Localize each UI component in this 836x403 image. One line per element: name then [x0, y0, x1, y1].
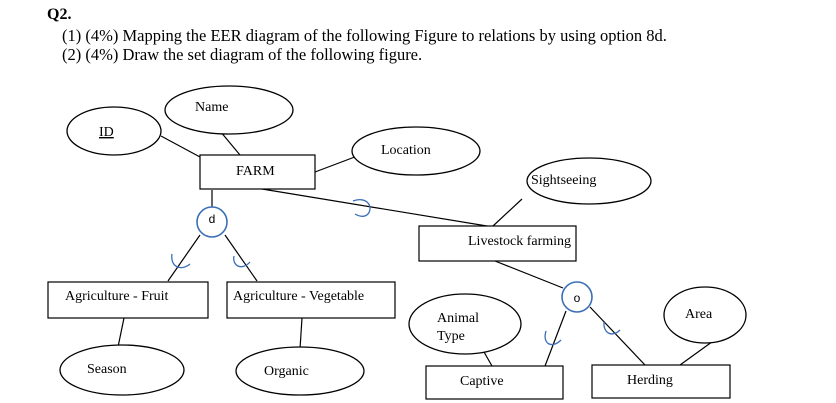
attribute-area	[663, 286, 747, 344]
entity-farm-label: FARM	[236, 164, 275, 179]
id-connector	[160, 135, 201, 158]
entity-farm	[199, 154, 316, 190]
name-connector	[219, 130, 241, 156]
overlap-symbol: o	[574, 291, 581, 305]
question-number: Q2.	[47, 6, 72, 23]
attribute-id	[66, 106, 162, 156]
attribute-name-label: Name	[195, 100, 228, 115]
attribute-location-label: Location	[381, 143, 431, 158]
attribute-animal-type-label-1: Animal	[437, 311, 479, 326]
entity-agriculture-fruit	[47, 281, 209, 319]
location-connector	[314, 154, 361, 173]
question-part-2: (2) (4%) Draw the set diagram of the fol…	[62, 45, 423, 64]
attribute-location	[351, 126, 481, 176]
o-herding-connector	[589, 306, 646, 366]
entity-vegetable-label: Agriculture - Vegetable	[233, 289, 364, 304]
sightseeing-connector	[492, 198, 523, 227]
entity-livestock-farming	[418, 225, 577, 262]
entity-captive	[425, 365, 564, 400]
attribute-animal-type	[408, 293, 522, 355]
attribute-sightseeing-label: Sightseeing	[531, 173, 596, 188]
attribute-animal-type-label-2: Type	[437, 329, 465, 344]
overlap-circle	[561, 281, 593, 313]
subset-symbol-fruit	[171, 253, 191, 269]
disjoint-circle	[196, 206, 228, 238]
attribute-season-label: Season	[87, 362, 127, 377]
o-captive-connector	[544, 310, 567, 367]
d-fruit-connector	[167, 234, 201, 282]
organic-connector	[299, 317, 303, 350]
farm-livestock-connector	[255, 187, 494, 228]
livestock-o-connector	[494, 260, 564, 289]
entity-fruit-label: Agriculture - Fruit	[65, 289, 169, 304]
subset-symbol-herding	[603, 321, 621, 335]
entity-livestock-label: Livestock farming	[468, 234, 571, 249]
subset-symbol-livestock	[352, 199, 371, 217]
attribute-season	[59, 344, 185, 396]
entity-captive-label: Captive	[460, 374, 504, 389]
d-vegetable-connector	[224, 234, 258, 282]
subset-symbol-captive	[544, 330, 562, 346]
entity-herding	[591, 364, 731, 399]
entity-agriculture-vegetable	[226, 281, 396, 319]
disjoint-symbol: d	[209, 212, 216, 226]
attribute-area-label: Area	[685, 307, 713, 322]
subset-symbol-vegetable	[233, 255, 251, 268]
question-part-1: (1) (4%) Mapping the EER diagram of the …	[62, 26, 667, 45]
season-connector	[117, 317, 125, 348]
attribute-organic-label: Organic	[264, 364, 309, 379]
animal-type-connector	[483, 351, 493, 367]
entity-herding-label: Herding	[627, 373, 673, 388]
attribute-name	[164, 85, 294, 135]
attribute-sightseeing	[526, 157, 652, 205]
attribute-organic	[235, 346, 365, 396]
attribute-id-label: ID	[99, 125, 114, 140]
